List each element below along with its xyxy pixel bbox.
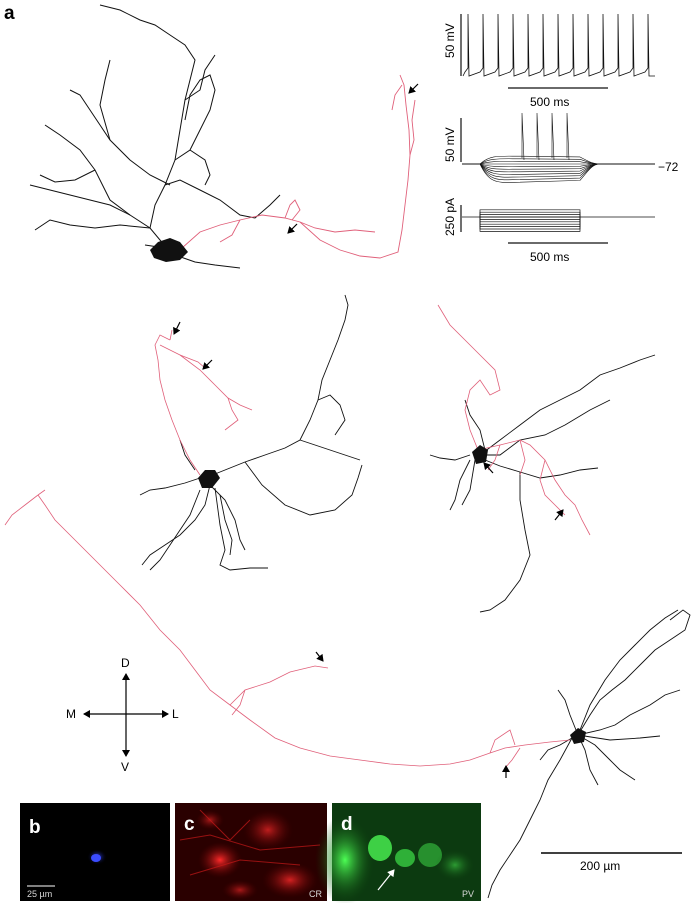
photo-c-marker-label: CR: [309, 889, 322, 899]
neuron-3: [429, 304, 656, 613]
neuron-4: [4, 489, 691, 899]
neuron-1: [29, 4, 419, 269]
photo-d-arrow: [377, 869, 395, 891]
main-scale-bar-label: 200 µm: [580, 859, 620, 873]
neuron-1-dendrites: [29, 4, 281, 269]
compass-label-lateral: L: [172, 707, 179, 721]
neuron-3-dendrites: [429, 354, 656, 613]
neuron-2-soma: [198, 470, 220, 488]
neuron-2-axon: [154, 329, 253, 476]
current-scale-label: 250 pA: [443, 198, 457, 236]
arrow-neuron-4-axon-middle: [315, 651, 324, 662]
arrow-neuron-2-axon-lower: [202, 359, 213, 370]
photo-panel-c: c CR: [175, 803, 327, 901]
orientation-compass: D V M L: [66, 656, 179, 774]
arrow-neuron-3-axon-upper: [483, 462, 494, 474]
compass-label-dorsal: D: [121, 656, 130, 670]
arrow-neuron-3-axon-lower: [554, 509, 564, 521]
arrow-neuron-1-axon-proximal: [287, 223, 298, 234]
resting-potential-label: −72: [658, 160, 679, 174]
ephys-traces: 50 mV 500 ms 50 mV −72 250 pA 500 ms: [443, 13, 679, 264]
compass-label-medial: M: [66, 707, 76, 721]
panel-label-d: d: [341, 814, 353, 835]
neuron-1-axon: [181, 74, 416, 259]
trace2-voltage-scale-label: 50 mV: [443, 127, 457, 162]
main-scale-bar: 200 µm: [541, 852, 682, 873]
current-step-traces: [462, 209, 655, 232]
panel-label-b: b: [29, 817, 41, 838]
voltage-family-traces: [462, 112, 655, 183]
trace1-voltage-scale-label: 50 mV: [443, 23, 457, 58]
photo-d-marker-label: PV: [462, 889, 474, 899]
panel-label-a: a: [4, 3, 15, 24]
trace2-time-scale-label: 500 ms: [530, 250, 569, 264]
neuron-4-dendrites: [487, 609, 691, 899]
neuron-4-axon: [4, 489, 571, 769]
spike-train-trace: [462, 13, 655, 77]
photo-b-scale-label: 25 µm: [27, 889, 52, 899]
neuron-3-axon: [437, 304, 591, 536]
trace1-time-scale-label: 500 ms: [530, 95, 569, 109]
arrow-neuron-2-axon-upper: [173, 321, 181, 335]
neuron-3-soma: [472, 445, 488, 464]
neuron-2: [139, 294, 363, 571]
photo-panel-d: d PV: [315, 803, 481, 903]
compass-label-ventral: V: [121, 760, 129, 774]
photo-panel-b: b 25 µm: [20, 803, 170, 901]
neuron-1-soma: [150, 238, 188, 262]
arrow-neuron-1-axon-distal: [408, 83, 419, 94]
panel-label-c: c: [184, 814, 195, 835]
neuron-4-soma: [570, 728, 586, 744]
neuron-2-dendrites: [139, 294, 363, 571]
